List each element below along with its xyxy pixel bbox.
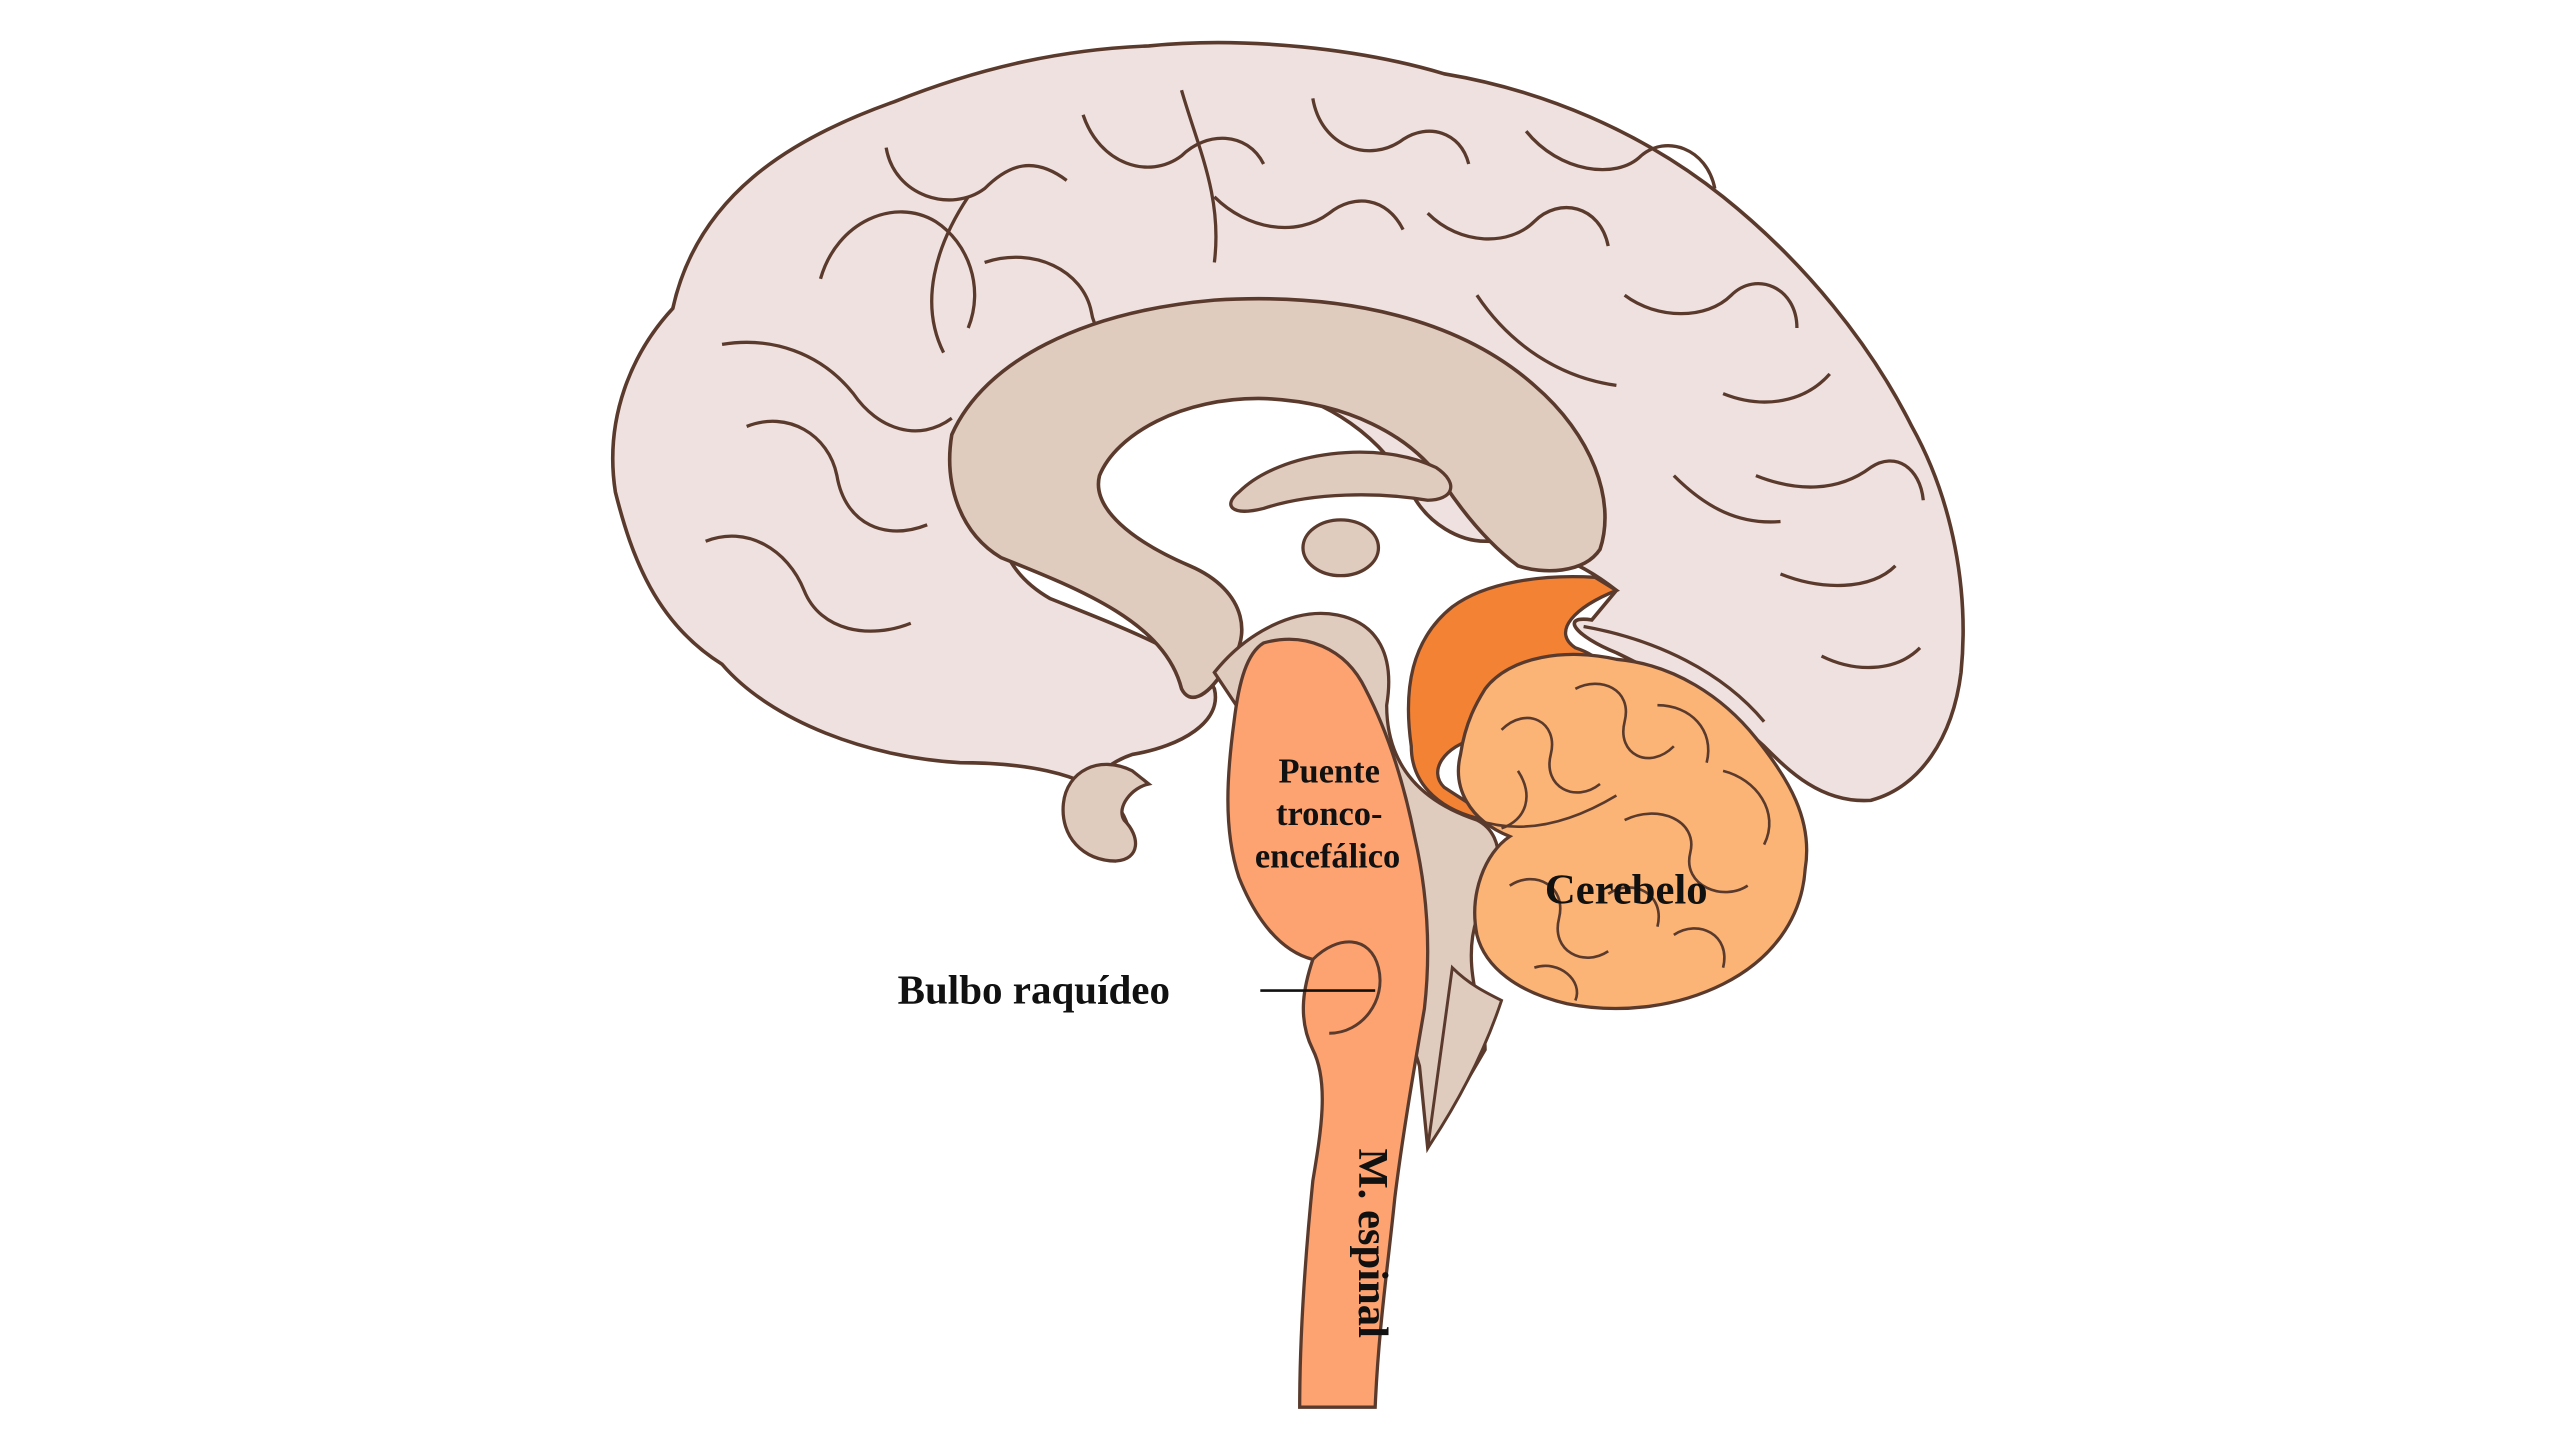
cerebellum-label: Cerebelo [1545, 867, 1708, 914]
pons-label-line3: encefálico [1255, 838, 1400, 876]
brainstem [1226, 637, 1430, 1409]
thalamus [1301, 518, 1381, 578]
fourth-ventricle [1426, 964, 1504, 1149]
pons-label-line2: tronco- [1276, 795, 1383, 833]
cortex-sulci [705, 89, 1925, 670]
fornix [1229, 450, 1453, 513]
corpus-callosum [947, 296, 1607, 700]
spinal-cord-label: M. espinal [1349, 1148, 1396, 1338]
pons-label-line1: Puente [1279, 752, 1380, 790]
cerebellum [1456, 652, 1809, 1011]
pons-outline [1311, 940, 1382, 1035]
medulla-label: Bulbo raquídeo [898, 967, 1170, 1013]
pituitary [1061, 762, 1153, 863]
cerebellum-folia [1476, 682, 1771, 1001]
tentorium-line [1583, 624, 1766, 723]
